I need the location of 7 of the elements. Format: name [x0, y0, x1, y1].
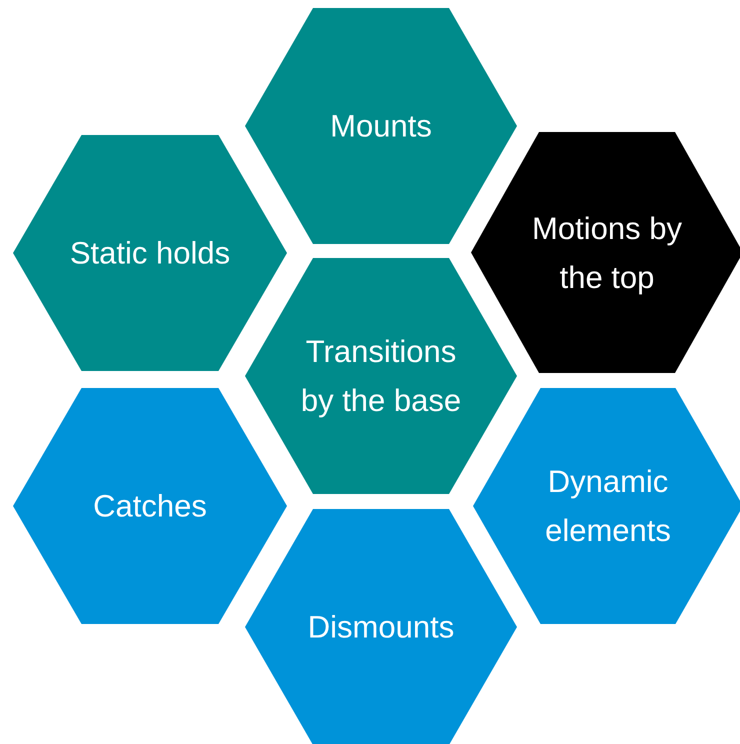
hexagon-label: Static holds	[68, 234, 232, 272]
hexagon-label: Dismounts	[306, 608, 456, 646]
hexagon-label: Catches	[92, 488, 208, 526]
hexagon-label: Motions by the top	[531, 210, 683, 296]
hexagon-label: Dynamic elements	[544, 463, 672, 550]
hexagon-label: Transitions by the base	[300, 333, 462, 420]
hexagon-label: Mounts	[329, 108, 433, 146]
